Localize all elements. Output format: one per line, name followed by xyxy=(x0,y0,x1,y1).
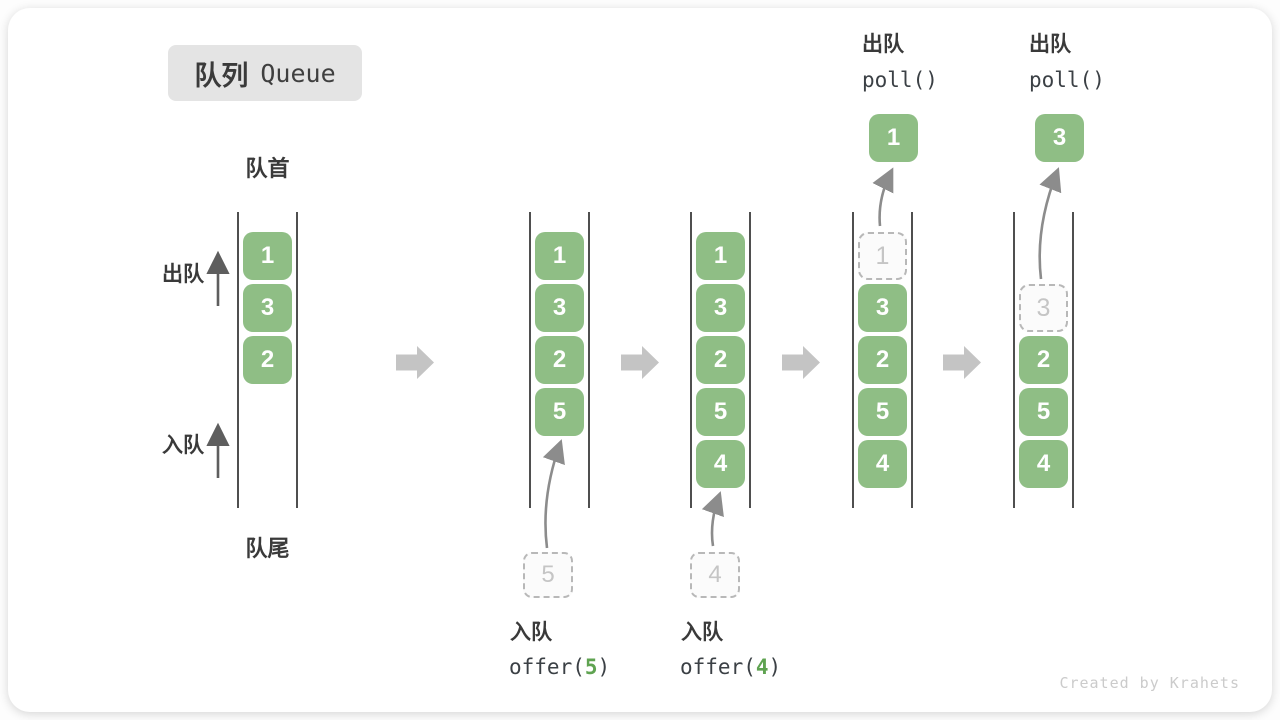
queue-wall-right xyxy=(911,212,913,508)
queue-wall-right xyxy=(588,212,590,508)
queue-wall-left xyxy=(852,212,854,508)
title-en: Queue xyxy=(260,58,336,88)
dequeue-side-label: 出队 xyxy=(162,263,204,286)
diagram-card xyxy=(8,8,1272,712)
queue-item: 2 xyxy=(696,336,745,384)
title-zh: 队列 xyxy=(194,60,249,91)
op-enqueue-code: offer(4) xyxy=(680,655,782,679)
queue-item: 3 xyxy=(858,284,907,332)
op-dequeue-code: poll() xyxy=(862,68,938,92)
op-dequeue-label: 出队 xyxy=(1029,33,1071,56)
queue-item: 4 xyxy=(1019,440,1068,488)
queue-wall-right xyxy=(296,212,298,508)
queue-wall-left xyxy=(1013,212,1015,508)
queue-item-ghost: 3 xyxy=(1019,284,1068,332)
op-enqueue-label: 入队 xyxy=(510,621,552,644)
queue-item: 2 xyxy=(858,336,907,384)
pending-item: 4 xyxy=(690,552,740,598)
queue-item-ghost: 1 xyxy=(858,232,907,280)
popped-item: 1 xyxy=(869,114,918,162)
queue-item: 4 xyxy=(858,440,907,488)
queue-item: 5 xyxy=(535,388,584,436)
queue-wall-left xyxy=(237,212,239,508)
queue-item: 4 xyxy=(696,440,745,488)
queue-wall-right xyxy=(749,212,751,508)
queue-wall-left xyxy=(690,212,692,508)
enqueue-side-label: 入队 xyxy=(162,434,204,457)
queue-item: 5 xyxy=(696,388,745,436)
queue-item: 1 xyxy=(243,232,292,280)
popped-item: 3 xyxy=(1035,114,1084,162)
pending-item: 5 xyxy=(523,552,573,598)
op-dequeue-label: 出队 xyxy=(862,33,904,56)
op-dequeue-code: poll() xyxy=(1029,68,1105,92)
queue-item: 3 xyxy=(243,284,292,332)
queue-front-label: 队首 xyxy=(245,156,290,181)
queue-rear-label: 队尾 xyxy=(245,536,290,561)
queue-item: 3 xyxy=(535,284,584,332)
watermark: Created by Krahets xyxy=(1059,674,1240,692)
queue-item: 2 xyxy=(1019,336,1068,384)
queue-wall-left xyxy=(529,212,531,508)
queue-item: 3 xyxy=(696,284,745,332)
op-enqueue-label: 入队 xyxy=(681,621,723,644)
queue-item: 1 xyxy=(535,232,584,280)
op-enqueue-code: offer(5) xyxy=(509,655,611,679)
queue-item: 2 xyxy=(535,336,584,384)
queue-item: 5 xyxy=(1019,388,1068,436)
queue-item: 2 xyxy=(243,336,292,384)
queue-wall-right xyxy=(1072,212,1074,508)
queue-item: 1 xyxy=(696,232,745,280)
queue-item: 5 xyxy=(858,388,907,436)
diagram-title: 队列 Queue xyxy=(168,45,362,101)
